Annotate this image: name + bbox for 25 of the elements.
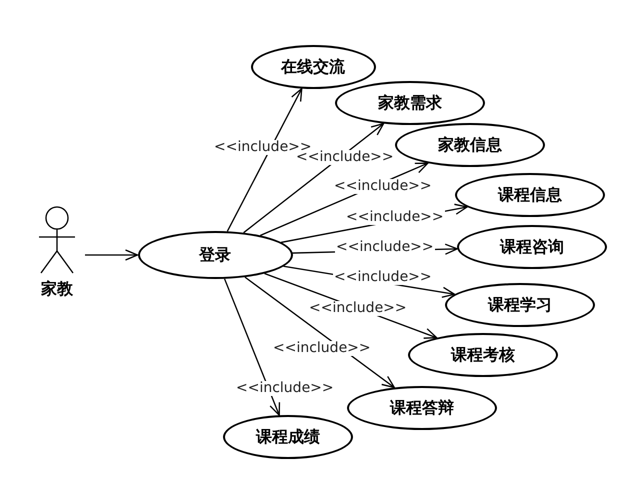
use-case-ellipse: 课程答辩 [347,386,497,430]
edge-label: <<include>> [333,178,433,194]
use-case-ellipse: 登录 [138,231,292,279]
arrow [226,88,302,232]
edge-label: <<include>> [295,150,395,164]
use-case-ellipse: 家教需求 [335,81,485,125]
arrow [85,249,138,261]
arrow [243,122,384,234]
edge-label: <<include>> [272,340,372,356]
use-case-ellipse: 在线交流 [250,45,376,89]
edge-label: <<include>> [333,270,433,284]
edge-label: <<include>> [235,380,335,396]
arrow [224,278,280,416]
use-case-ellipse: 课程信息 [455,173,605,217]
edge-label: <<include>> [213,140,313,154]
use-case-ellipse: 课程考核 [408,333,558,377]
edge-label: <<include>> [308,300,408,316]
use-case-ellipse: 课程学习 [445,283,595,327]
edge-label: <<include>> [345,210,445,224]
use-case-ellipse: 课程成绩 [223,415,353,459]
use-case-ellipse: 课程咨询 [457,225,607,269]
arrow [244,276,395,388]
use-case-ellipse: 家教信息 [395,123,545,167]
edge-label: <<include>> [335,240,435,254]
actor-label: 家教 [40,279,74,300]
